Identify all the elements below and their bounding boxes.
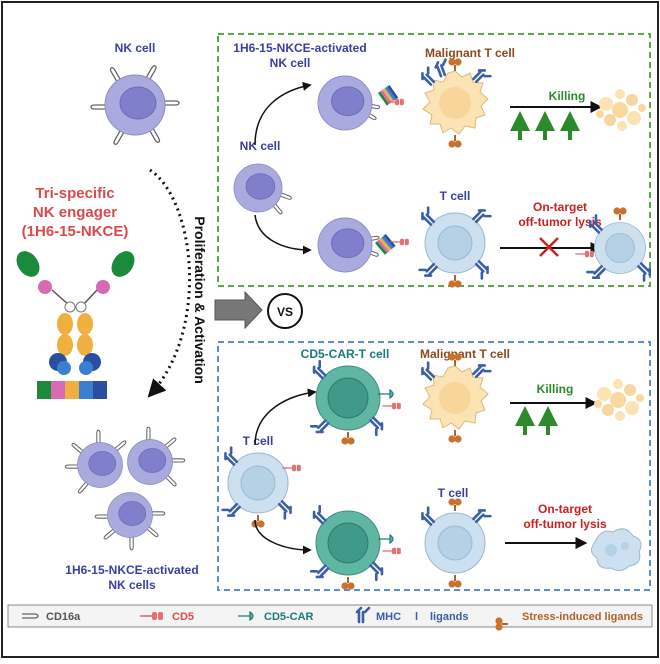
legend-separator: l	[415, 611, 418, 623]
legend-cd5-car: CD5-CAR	[264, 611, 314, 623]
engager-title-3: (1H6-15-NKCE)	[22, 223, 129, 240]
cd5-top-3	[574, 250, 595, 258]
top-arrow-down	[254, 214, 312, 255]
engager-bound-top-2	[375, 234, 396, 255]
on-target-label-bottom-2: off-tumor lysis	[523, 517, 607, 531]
bottom-arrow-up	[254, 388, 317, 446]
bottom-t-cell-right-label: T cell	[438, 486, 469, 500]
bottom-t-cell-left-label: T cell	[243, 434, 274, 448]
lysed-t-cell-bottom	[591, 528, 642, 572]
t-cell-top	[418, 206, 492, 289]
top-activated-nk	[317, 75, 381, 131]
legend-stress: Stress-induced ligands	[522, 611, 643, 623]
malignant-cell-bottom	[418, 352, 492, 444]
car-t-label: CD5-CAR-T cell	[301, 347, 390, 361]
vs-label: VS	[277, 305, 293, 319]
activated-nk-label-1: 1H6-15-NKCE-activated	[65, 563, 198, 577]
top-activated-label-2: NK cell	[270, 56, 311, 70]
legend-mhc: MHC	[376, 611, 401, 623]
top-activated-nk-2	[317, 217, 380, 273]
bottom-arrow-down	[254, 519, 312, 555]
legend: CD16a CD5 CD5-CAR MHC l ligands Stress-i…	[21, 606, 643, 632]
engager-molecule	[16, 251, 135, 399]
nk-cell-label: NK cell	[115, 41, 156, 55]
bottom-panel	[217, 341, 651, 591]
legend-cd16a: CD16a	[46, 611, 81, 623]
activated-nk-label-2: NK cells	[108, 578, 156, 592]
t-cell-bottom-right	[418, 497, 492, 589]
proliferation-arrow	[147, 168, 192, 398]
proliferation-label: Proliferation & Activation	[192, 216, 208, 384]
t-cell-top-right	[586, 206, 654, 282]
top-panel	[217, 33, 651, 287]
engager-title-2: NK engager	[33, 204, 117, 221]
bottom-malignant-label: Malignant T cell	[420, 347, 510, 361]
legend-ligands: ligands	[430, 611, 469, 623]
killing-label-bottom: Killing	[537, 382, 574, 396]
on-target-label-top-1: On-target	[533, 200, 587, 214]
lysed-cell-bottom	[594, 379, 644, 421]
activated-nk-cluster	[64, 426, 186, 551]
top-malignant-label: Malignant T cell	[425, 46, 515, 60]
on-target-label-top-2: off-tumor lysis	[518, 215, 602, 229]
lysed-cell-top	[596, 89, 646, 131]
vs-circle-icon	[267, 293, 303, 329]
car-t-cell-bottom	[309, 504, 402, 591]
cd5-car-icon	[238, 610, 254, 622]
malignant-cell-top	[418, 57, 492, 149]
engager-title-1: Tri-specific	[35, 185, 114, 202]
legend-box	[7, 604, 653, 628]
top-t-cell-label: T cell	[440, 189, 471, 203]
x-mark-icon	[539, 237, 559, 257]
top-activated-label-1: 1H6-15-NKCE-activated	[233, 41, 366, 55]
top-nk-cell-label: NK cell	[240, 139, 281, 153]
legend-cd5: CD5	[172, 611, 194, 623]
on-target-label-bottom-1: On-target	[538, 502, 592, 516]
nk-cell-top	[90, 64, 180, 146]
gray-arrow	[214, 290, 263, 330]
top-nk-cell	[233, 163, 293, 216]
car-t-cell-top	[309, 359, 402, 446]
top-arrow-up	[254, 82, 312, 146]
t-cell-bottom-left	[221, 446, 302, 529]
killing-label-top: Killing	[549, 89, 586, 103]
